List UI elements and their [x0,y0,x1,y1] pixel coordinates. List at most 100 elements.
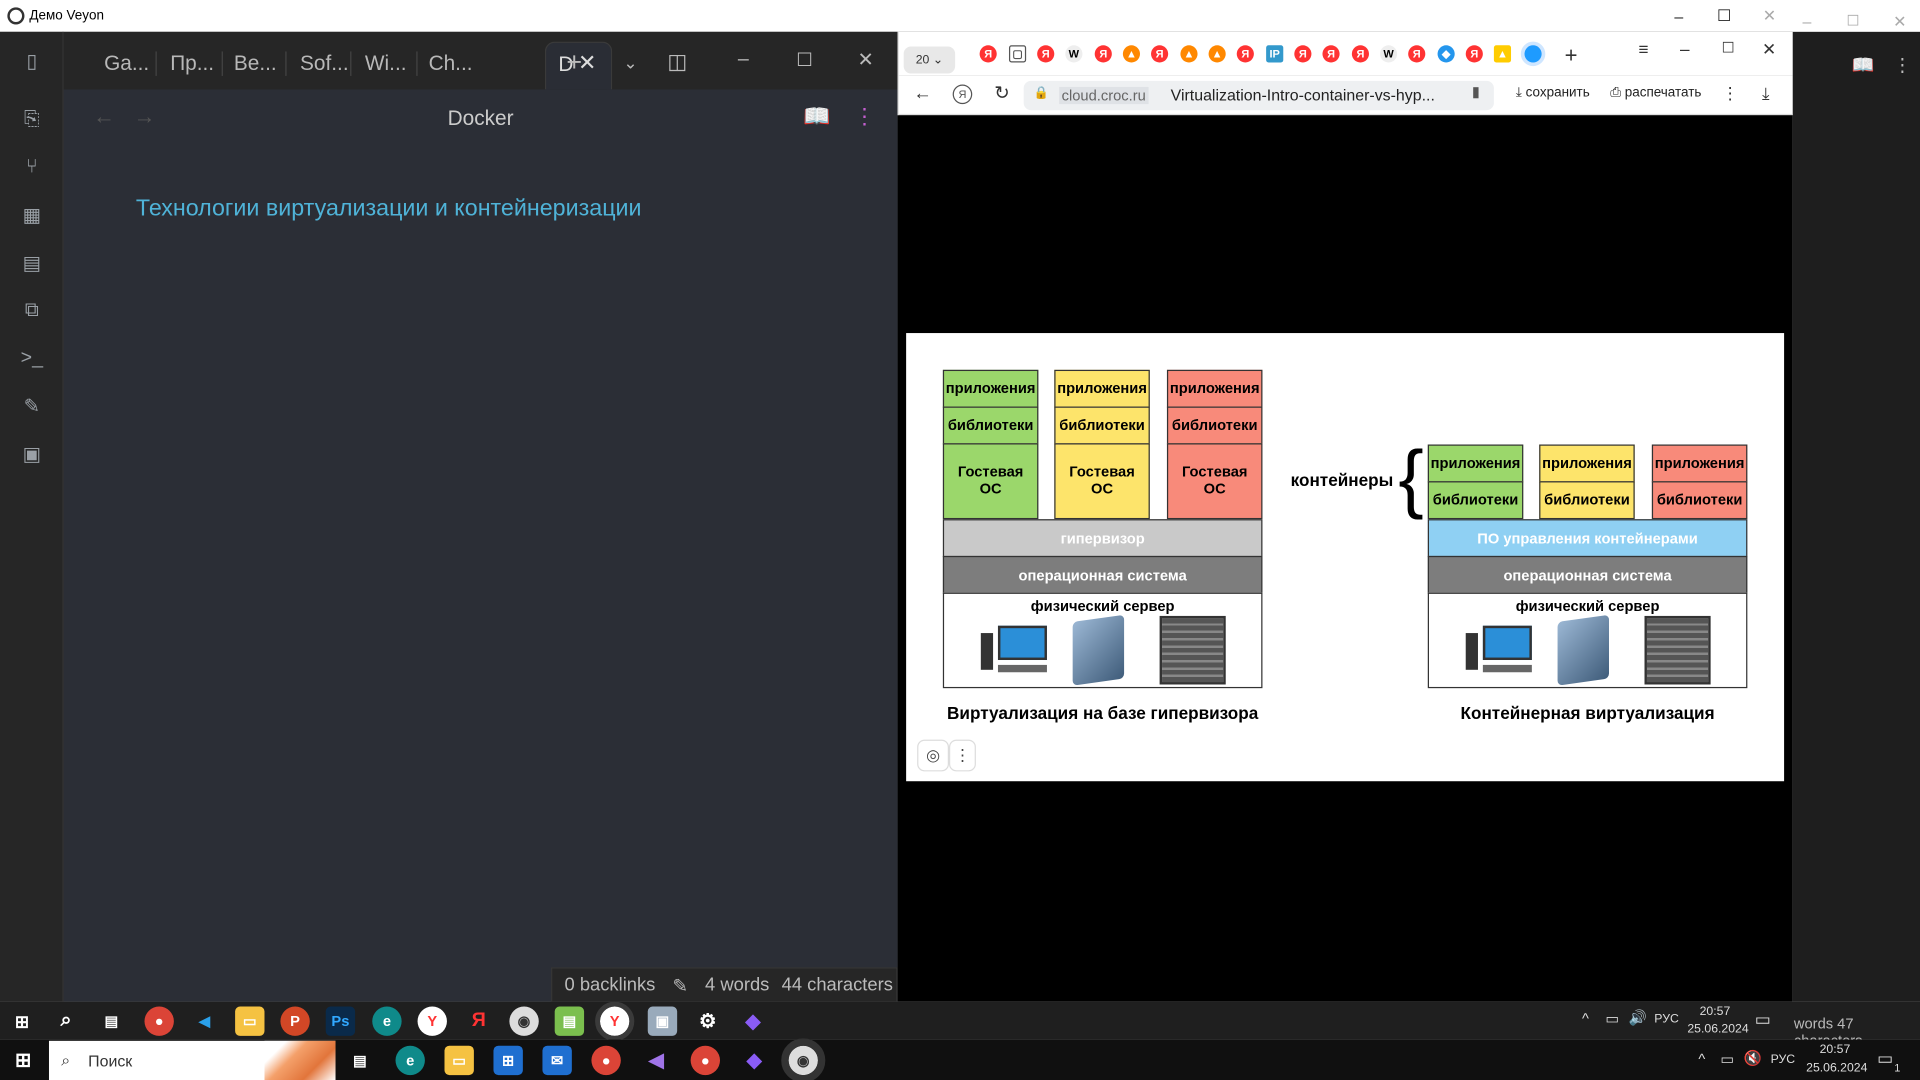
orange-tab-icon[interactable]: ▲ [1208,45,1226,63]
tray-chevron-icon[interactable]: ^ [1582,1010,1589,1028]
forward-arrow-icon[interactable]: → [133,104,156,129]
yandex-browser-icon[interactable]: Y [417,1006,447,1036]
obsidian-maximize-button[interactable]: ☐ [796,50,813,72]
yandex-home-icon[interactable]: Я [952,84,973,105]
browser-close-button[interactable]: ✕ [1762,39,1777,59]
edge-icon[interactable]: e [372,1006,402,1036]
start-button[interactable]: ⊞ [14,1010,30,1031]
yandex-icon[interactable]: Я [471,1010,486,1032]
docker-tab-icon[interactable]: ◆ [1437,45,1455,63]
outer-mail-icon[interactable]: ✉ [542,1045,572,1076]
blue-tab-icon[interactable]: IP [1266,45,1284,63]
terminal-icon[interactable]: >_ [20,347,44,369]
save-button[interactable]: ⤓ сохранить [1515,85,1590,101]
yandex-tab-icon[interactable]: Я [1094,45,1112,63]
veyon-minimize-button[interactable]: – [1674,6,1684,26]
outer-notification-icon[interactable]: ▭ [1877,1048,1894,1068]
orange-tab-icon[interactable]: ▲ [1180,45,1198,63]
image-tab-icon[interactable]: ▲ [1493,45,1512,63]
browser-back-icon[interactable]: ← [913,83,932,105]
reading-view-icon[interactable]: 📖 [803,104,831,129]
close-tab-icon[interactable]: ✕ [577,50,597,75]
image-search-icon[interactable]: ◎ [917,739,949,772]
outer-time[interactable]: 20:57 [1819,1043,1851,1057]
photoshop-icon[interactable]: Ps [325,1006,356,1036]
outer-tray-chevron-icon[interactable]: ^ [1698,1050,1706,1068]
outer-date[interactable]: 25.06.2024 [1806,1061,1868,1076]
obsidian-icon[interactable]: ◆ [745,1011,761,1033]
yandex-tab-icon[interactable]: Я [1037,45,1055,63]
outer-task-view-icon[interactable]: ▤ [353,1051,367,1069]
volume-icon[interactable]: 🔊 [1628,1008,1647,1027]
inner-lang[interactable]: РУС [1654,1012,1679,1027]
explorer-icon[interactable]: ▭ [235,1006,265,1036]
tab-ch[interactable]: Ch... [428,51,473,75]
bg-maximize-button[interactable]: ☐ [1846,12,1860,30]
new-tab-icon[interactable]: + [566,46,583,78]
yandex-tab-icon[interactable]: Я [1465,45,1483,63]
bg-reading-icon[interactable]: 📖 [1851,55,1875,76]
bg-close-button[interactable]: ✕ [1893,12,1907,31]
outer-chrome-alt-icon[interactable]: ● [690,1045,721,1076]
bg-minimize-button[interactable]: – [1802,12,1812,31]
outer-veyon-icon[interactable]: ◉ [781,1038,826,1080]
yandex-tab-icon[interactable]: Я [1408,45,1426,63]
orange-tab-icon[interactable]: ▲ [1122,45,1141,63]
outer-visualstudio-icon[interactable]: ◀ [648,1050,664,1072]
yandex-tab-icon[interactable]: Я [1151,45,1169,63]
yandex-tab-icon[interactable]: Я [1294,45,1312,63]
obsidian-minimize-button[interactable]: – [737,48,749,70]
tab-pr[interactable]: Пр... [170,51,215,75]
yandex-tab-icon[interactable]: Я [1351,45,1369,63]
edit-icon[interactable]: ✎ [672,975,688,997]
reload-icon[interactable]: ↻ [994,83,1010,105]
tools-icon[interactable]: ✎ [23,396,41,418]
veyon-close-button[interactable]: ✕ [1762,6,1777,25]
browser-maximize-button[interactable]: ☐ [1721,39,1735,57]
yandex-tab-icon[interactable]: Я [979,45,997,63]
outer-volume-icon[interactable]: 🔇 [1743,1049,1762,1067]
outer-network-icon[interactable]: ▭ [1720,1050,1735,1068]
outer-explorer-icon[interactable]: ▭ [444,1045,474,1076]
search-icon[interactable]: ⌕ [60,1010,72,1032]
app-icon[interactable]: ▣ [647,1006,678,1036]
more-options-icon[interactable]: ⋮ [853,104,876,129]
new-browser-tab-icon[interactable]: + [1564,42,1578,67]
notepad-icon[interactable]: ▤ [554,1006,585,1036]
tab-ga[interactable]: Ga... [104,51,150,75]
outer-start-button[interactable]: ⊞ [15,1050,32,1072]
inner-date[interactable]: 25.06.2024 [1687,1022,1749,1036]
wikipedia-tab-icon[interactable]: W [1065,45,1083,63]
tab-ve[interactable]: Be... [233,51,277,75]
wikipedia-tab-icon[interactable]: W [1380,45,1398,63]
chrome-icon[interactable]: ● [144,1006,174,1036]
daily-note-icon[interactable]: ▣ [22,444,42,466]
outer-edge-icon[interactable]: e [395,1045,425,1076]
network-icon[interactable]: ▭ [1605,1010,1620,1028]
bg-more-icon[interactable]: ⋮ [1893,55,1912,76]
tab-list-chevron-icon[interactable]: ⌄ [623,52,638,72]
powerpoint-icon[interactable]: P [280,1006,310,1036]
downloads-icon[interactable]: ⤓ [1762,83,1770,103]
graph-view-icon[interactable]: ⑂ [25,156,38,178]
sidebar-toggle-icon[interactable]: ▯ [26,51,38,73]
image-more-icon[interactable]: ⋮ [948,739,976,772]
obsidian-close-button[interactable]: ✕ [857,50,874,72]
yandex-tab-icon[interactable]: Я [1236,45,1254,63]
page-menu-icon[interactable]: ⋮ [1721,83,1739,103]
back-arrow-icon[interactable]: ← [93,104,116,129]
task-view-icon[interactable]: ▤ [104,1012,119,1030]
outer-obsidian-icon[interactable]: ◆ [746,1050,762,1072]
settings-icon[interactable]: ⚙ [698,1011,717,1033]
templates-icon[interactable]: ⧉ [24,300,39,321]
yandex-tab-icon[interactable]: Я [1322,45,1340,63]
outer-lang[interactable]: РУС [1770,1053,1796,1067]
tab-wi[interactable]: Wi... [364,51,407,75]
backlinks-count[interactable]: 0 backlinks [564,974,656,996]
browser-minimize-button[interactable]: – [1680,39,1690,59]
calendar-icon[interactable]: ▤ [22,253,42,275]
browser-menu-icon[interactable]: ≡ [1638,39,1649,59]
veyon-icon[interactable]: ◉ [509,1006,539,1036]
doc-tab-icon[interactable]: ▢ [1008,45,1027,63]
vscode-icon[interactable]: ◀ [198,1012,211,1030]
